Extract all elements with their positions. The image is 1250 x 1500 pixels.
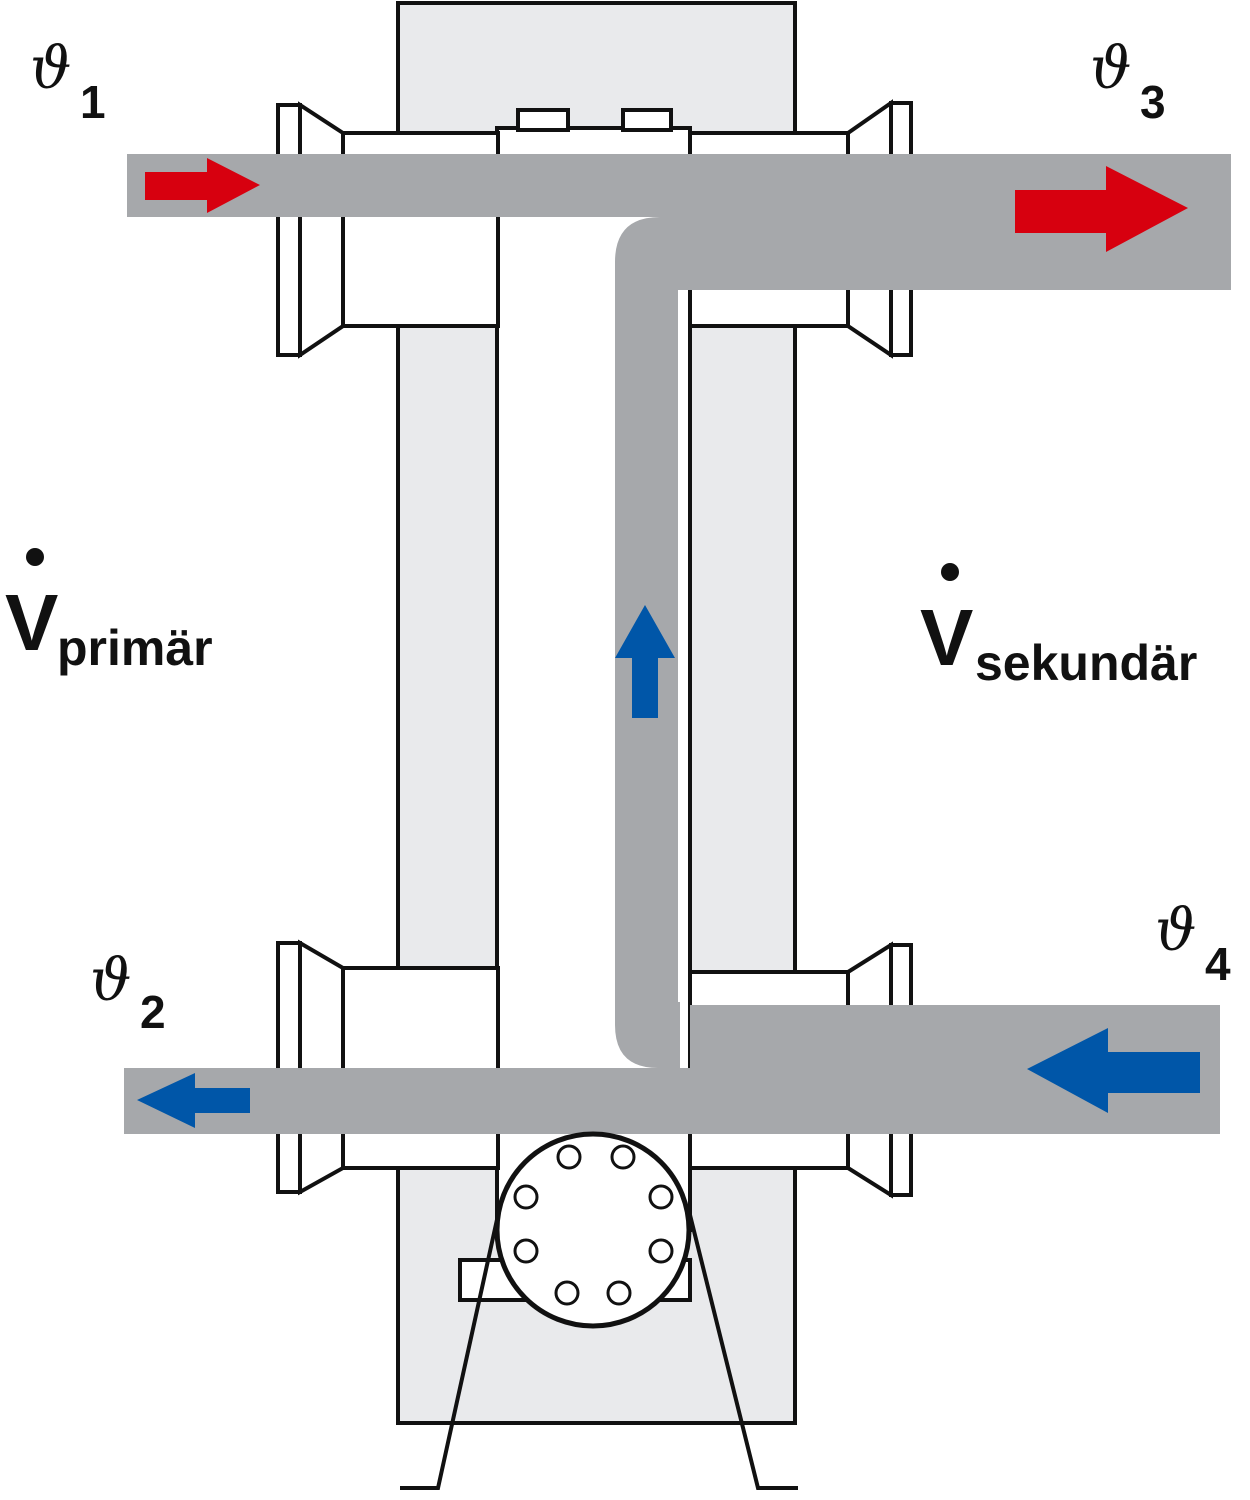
label-theta-3-sub: 3 xyxy=(1140,76,1166,128)
temperature-labels: ϑ 1 ϑ 3 ϑ 2 ϑ 4 xyxy=(30,34,1231,1038)
top-collar xyxy=(495,126,692,160)
flow-arrow-icon xyxy=(137,1073,250,1128)
pipe-secondary-supply xyxy=(615,217,1231,1068)
label-v-secondary: V xyxy=(920,593,973,682)
label-v-primary: V xyxy=(5,578,58,667)
pump-bolts xyxy=(513,1144,674,1306)
label-theta-4-sub: 4 xyxy=(1205,938,1231,990)
flow-arrow-icon xyxy=(1027,1028,1200,1113)
flow-arrows xyxy=(137,158,1200,1128)
top-tab-right xyxy=(621,108,673,132)
label-v-secondary-sub: sekundär xyxy=(975,635,1197,691)
flow-arrow-icon xyxy=(1015,166,1188,252)
label-theta-1: ϑ xyxy=(30,34,71,102)
label-theta-2-sub: 2 xyxy=(140,986,166,1038)
top-tab-left xyxy=(516,108,570,132)
label-theta-4: ϑ xyxy=(1155,896,1196,964)
pipe-primary-return xyxy=(124,1068,1220,1134)
label-theta-2: ϑ xyxy=(90,946,131,1014)
label-theta-3: ϑ xyxy=(1090,34,1131,102)
flow-arrow-icon xyxy=(615,605,675,718)
dot-icon xyxy=(26,548,44,566)
label-theta-1-sub: 1 xyxy=(80,76,106,128)
dot-icon xyxy=(941,563,959,581)
flow-rate-labels: V primär V sekundär xyxy=(5,548,1197,691)
label-v-primary-sub: primär xyxy=(57,620,213,676)
pump-housing xyxy=(494,1131,692,1329)
pump-icon xyxy=(400,1131,798,1490)
flow-arrow-icon xyxy=(145,158,260,213)
